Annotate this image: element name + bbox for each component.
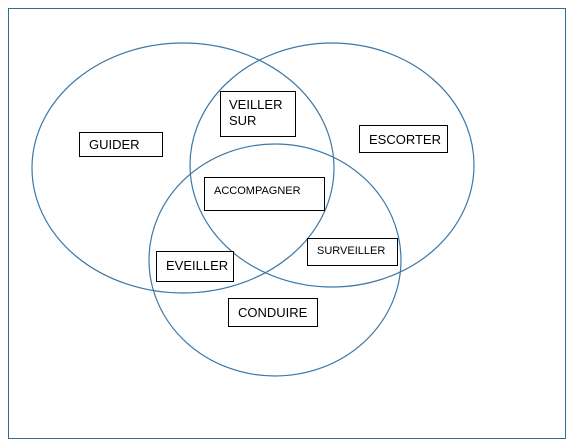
outer-frame [8,8,566,439]
label-accompagner: ACCOMPAGNER [204,177,325,211]
label-escorter: ESCORTER [359,125,448,153]
label-escorter-text: ESCORTER [369,132,441,147]
label-guider-text: GUIDER [89,137,140,152]
label-conduire-text: CONDUIRE [238,305,308,320]
label-veiller-sur: VEILLER SUR [220,91,296,137]
label-eveiller-text: EVEILLER [166,258,229,273]
label-conduire: CONDUIRE [228,298,318,327]
label-accompagner-text: ACCOMPAGNER [214,185,301,197]
label-surveiller-text: SURVEILLER [317,245,386,257]
set-circle-right [189,42,475,288]
set-circle-bottom [148,143,402,377]
label-guider: GUIDER [79,132,163,157]
label-veiller-sur-line1: VEILLER [229,97,283,112]
label-eveiller: EVEILLER [156,251,234,282]
set-circle-left [31,42,335,294]
label-surveiller: SURVEILLER [307,238,398,266]
label-veiller-sur-line2: SUR [229,113,257,129]
